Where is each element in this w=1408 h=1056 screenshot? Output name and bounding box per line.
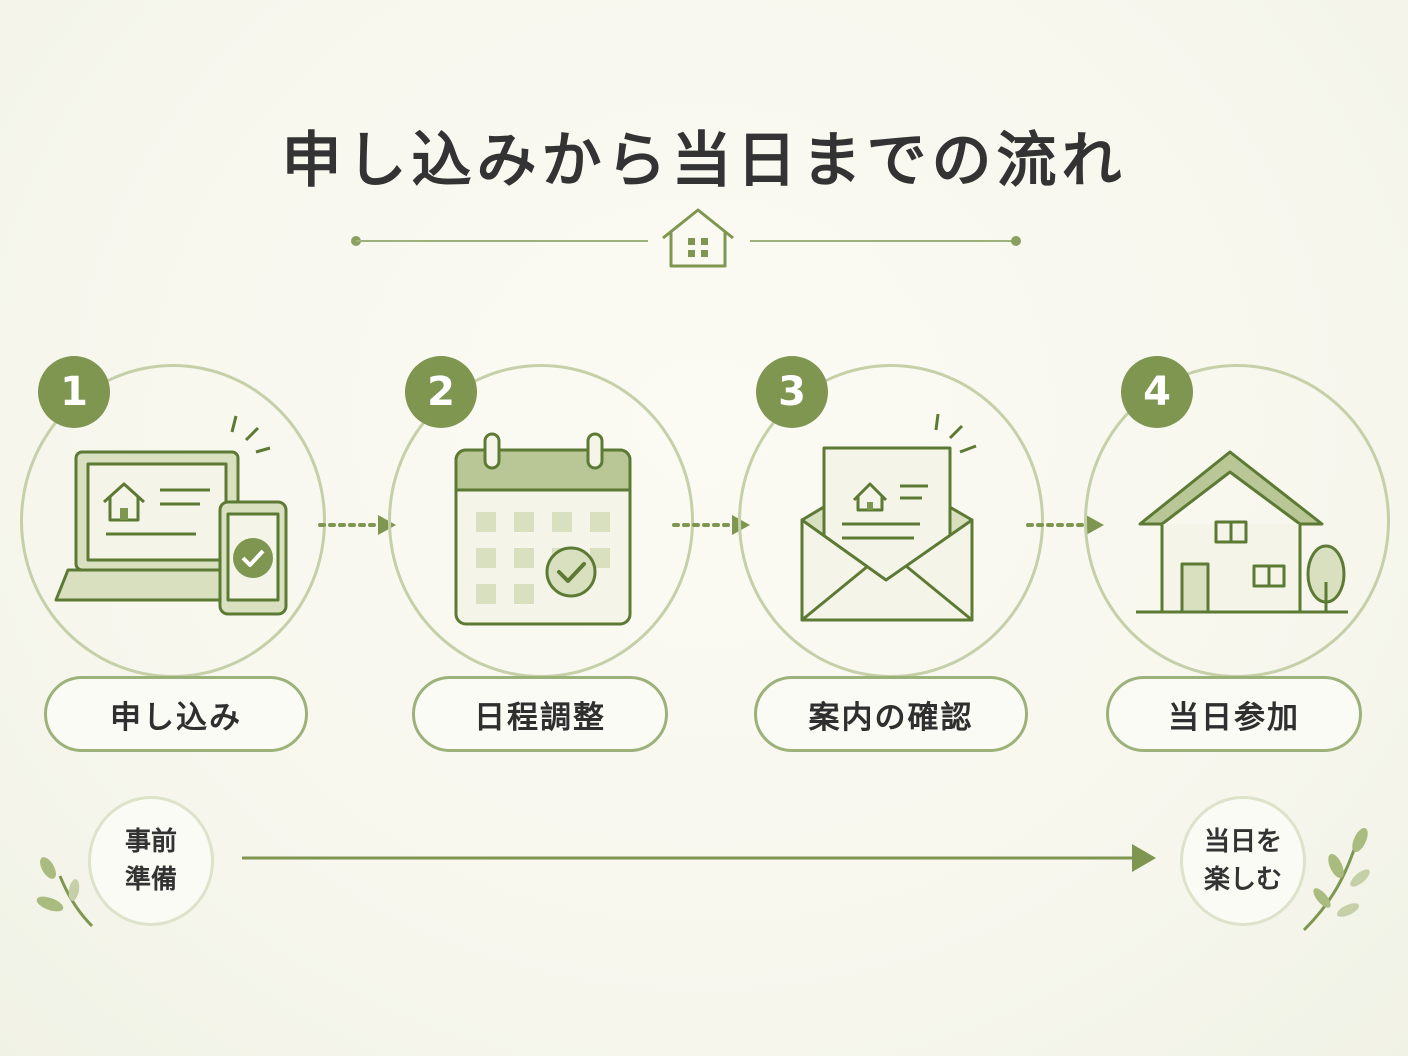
envelope-letter-icon [800,413,977,622]
title-divider [351,208,1021,268]
timeline-end-line1: 当日を [1203,827,1282,857]
step-2-number: 2 [405,356,477,428]
step-4-number: 4 [1121,356,1193,428]
step-4-label: 当日参加 [1106,676,1362,752]
dotted-arrow-icon [318,515,396,535]
house-icon [662,208,734,268]
timeline-arrow [242,844,1156,872]
step-1-label: 申し込み [44,676,308,752]
timeline-end-line2: 楽しむ [1203,865,1282,895]
step-3-label: 案内の確認 [754,676,1028,752]
step-1-number: 1 [38,356,110,428]
timeline-start-badge: 事前 準備 [88,796,214,926]
calendar-check-icon [454,432,632,626]
house-tree-icon [1136,450,1348,614]
page-title: 申し込みから当日までの流れ [281,126,1127,196]
laptop-phone-check-icon [54,415,288,616]
leaf-sprig-icon [1302,827,1370,932]
step-3-number: 3 [756,356,828,428]
timeline-start-line1: 事前 [124,827,177,857]
timeline-start-line2: 準備 [124,865,177,895]
timeline-end-badge: 当日を 楽しむ [1180,796,1306,926]
leaf-sprig-icon [36,857,94,928]
step-2-label: 日程調整 [412,676,668,752]
